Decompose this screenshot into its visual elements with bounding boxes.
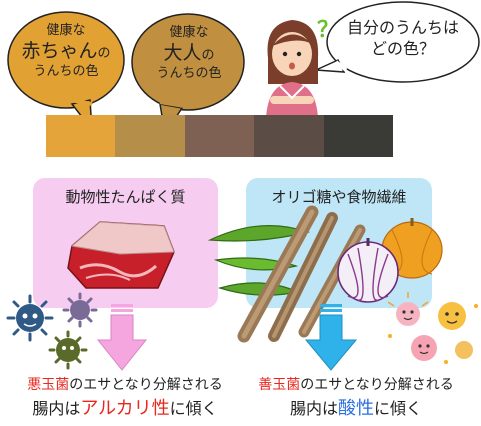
color-swatch-3 <box>184 115 255 157</box>
bubble-question-line1: 自分のうんちは <box>346 18 459 37</box>
bubble-question-line2: どの色？ <box>370 38 435 58</box>
bubble-adult-line3: うんちの色 <box>156 65 222 81</box>
bubble-child-line1: 健康な <box>46 23 86 38</box>
caption-left-line2-c: に傾く <box>169 399 218 418</box>
caption-left-line2-a: 腸内は <box>32 399 81 418</box>
bubble-adult-line1: 健康な <box>169 25 209 40</box>
color-swatch-2 <box>115 115 185 157</box>
bubble-adult-no: の <box>201 47 215 63</box>
bubble-child-text: 健康な 赤ちゃんの うんちの色 <box>10 23 122 80</box>
color-swatch-1 <box>46 115 116 157</box>
top-bubbles-layer <box>7 1 480 120</box>
bubble-child-emph: 赤ちゃん <box>21 39 98 62</box>
good-bacteria-icon <box>387 292 478 364</box>
caption-right-line2: 腸内は酸性に傾く <box>236 394 476 420</box>
bubble-adult-emph: 大人 <box>163 41 202 64</box>
question-mark-icon: ？ <box>317 18 340 43</box>
bubble-question-shape <box>315 1 480 83</box>
caption-right-good-bacteria: 善玉菌 <box>258 377 301 393</box>
caption-left-line1: 悪玉菌のエサとなり分解される <box>0 374 250 394</box>
panel-right-title: オリゴ糖や食物繊維 <box>271 188 407 206</box>
caption-right-line1: 善玉菌のエサとなり分解される <box>236 374 476 394</box>
caption-right-line2-a: 腸内は <box>289 399 338 418</box>
arrow-down-pink-icon <box>96 304 148 371</box>
color-scale-strip <box>46 115 394 157</box>
caption-left-alkaline: アルカリ性 <box>80 398 170 419</box>
woman-thinking-icon <box>266 20 319 118</box>
caption-right-acidic: 酸性 <box>338 398 374 419</box>
caption-left-bad-bacteria: 悪玉菌 <box>27 377 70 393</box>
bubble-child-line3: うんちの色 <box>33 63 99 79</box>
color-swatch-5 <box>323 115 394 157</box>
arrow-down-blue-icon <box>304 304 358 371</box>
caption-left-line1-rest: のエサとなり分解される <box>69 377 223 393</box>
bubble-question-text: 自分のうんちは どの色？ <box>330 18 476 60</box>
panel-left-title: 動物性たんぱく質 <box>65 188 186 206</box>
bubble-adult-text: 健康な 大人の うんちの色 <box>134 25 244 82</box>
bubble-child-shape <box>7 11 125 120</box>
arrows-layer <box>96 304 358 371</box>
color-swatch-4 <box>254 115 324 157</box>
caption-right-line1-rest: のエサとなり分解される <box>300 377 454 393</box>
meat-icon <box>67 221 175 289</box>
caption-left-line2: 腸内はアルカリ性に傾く <box>0 394 250 420</box>
caption-right-line2-c: に傾く <box>374 399 423 418</box>
bad-bacteria-icon <box>6 292 98 370</box>
vegetables-icon <box>207 205 443 343</box>
bubble-child-no: の <box>97 45 111 61</box>
